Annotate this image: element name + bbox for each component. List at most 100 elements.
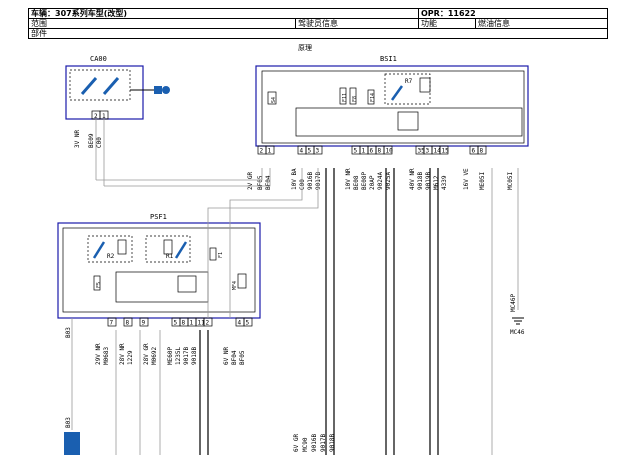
psf1-wire-label: M0692 [151,347,158,365]
connection-lines [71,168,519,455]
bsi1-pin-label: 14 [434,148,442,155]
ca00-pins: 2 1 [91,110,109,120]
bsi1-wire-label: 4339 [441,175,448,190]
svg-text:MC46P: MC46P [510,294,517,312]
psf1-pin-label: 8 [126,320,130,327]
svg-text:2: 2 [94,113,98,120]
bsi1-pin-label: 35 [418,148,426,155]
psf1-pin [243,317,253,327]
svg-text:B03: B03 [65,417,72,428]
bsi1-pin-label: 10 [386,148,394,155]
svg-text:C00: C00 [96,137,103,148]
bsi1-wire-label: 9017B [315,172,322,190]
bsi1-wire-label: BE08 [353,175,360,190]
bsi1-wire-label: 9019B [425,172,432,190]
psf1-wire-label: ME60P [167,347,174,365]
psf1-wire-label: M0683 [103,347,110,365]
ca00-name: CA00 [90,55,107,63]
bsi1-wire-label: 10V NR [345,168,352,190]
psf1-wire-label: BF05 [239,350,246,365]
psf1-wire-label: 9018B [191,347,198,365]
bsi1-wire-label: ME05I [479,172,486,190]
psf1-wire-label: 9017B [183,347,190,365]
bsi1-pin-label: 1 [362,148,366,155]
svg-text:BE09: BE09 [88,133,95,148]
psf1-pin [123,317,133,327]
part-label: 部件 [28,28,608,39]
svg-text:3V NR: 3V NR [74,130,81,148]
bsi1-wire-label: M612 [433,175,440,190]
psf1-wire-label: 1229 [127,350,134,365]
bundle-wire-label: 9018B [329,434,336,452]
bsi1-wire-label: 9016B [307,172,314,190]
bsi1-wire-label: 2V GR [247,172,254,190]
bsi1-wire-label: C00 [299,179,306,190]
svg-text:1: 1 [102,113,106,120]
bsi1-wire-label: 9024A [377,172,384,190]
bsi1-pin-label: 15 [442,148,450,155]
bsi1-pin-label: 2 [260,148,264,155]
bundle-wire-label: 9016B [311,434,318,452]
bundle-wire-label: MC90 [302,437,309,452]
svg-text:S4: S4 [271,97,277,103]
svg-text:R1: R1 [166,253,174,260]
bsi1-pin-label: 6 [472,148,476,155]
principle-label: 原理 [298,44,312,52]
psf1-wire-label: 29V NR [95,343,102,365]
psf1-pin [139,317,149,327]
bsi1-wire-label: 9025A [385,172,392,190]
svg-text:B03: B03 [65,327,72,338]
main-wires [199,168,439,455]
bsi1-wire-label: 10V BA [291,168,298,190]
psf1-pin-label: 4 [238,320,242,327]
psf1-wire-label: BF04 [231,350,238,365]
svg-text:MF4: MF4 [232,281,238,290]
svg-text:F5: F5 [96,282,102,288]
psf1-wire-label: 28V NR [119,343,126,365]
psf1-pin [107,317,117,327]
b03-battery: B03 B03 [64,327,80,455]
psf1-pin-label: 7 [110,320,114,327]
bsi1-wire-label: BF05 [257,175,264,190]
psf1-pin-label: 1 [190,320,194,327]
ca00-switch: CA00 2 1 3V NR BE09 C00 [65,55,170,186]
bsi1-wire-label: 40V NR [409,168,416,190]
psf1-pin-label: 11 [198,320,206,327]
psf1-wire-label: 1235L [175,347,182,365]
psf1-pin-label: 2 [206,320,210,327]
bsi1-pin-label: 1 [268,148,272,155]
psf1-wire-label: 6V NR [223,347,230,365]
bsi1-pin-label: 5 [354,148,358,155]
svg-text:F14: F14 [370,93,376,102]
bundle-wire-label: 6V GR [293,434,300,452]
header-table: 车辆：307系列车型(改型) OPR：11622 范围 驾驶员信息 功能 燃油信… [28,8,608,39]
psf1-name: PSF1 [150,213,167,221]
psf1-pin-label: 9 [142,320,146,327]
bsi1-wire-label: MC05I [507,172,514,190]
bsi1-pin-label: 3 [316,148,320,155]
bsi1-wire-label: BF04 [265,175,272,190]
bsi1-wire-label: BE08P [361,172,368,190]
svg-text:R7: R7 [405,78,413,85]
bsi1-pin-label: 4 [300,148,304,155]
bsi1-wire-label: 9018B [417,172,424,190]
svg-text:F1: F1 [218,252,224,258]
bsi1-pin-label: 8 [480,148,484,155]
bsi1-pin [383,145,393,155]
bsi1-pin-label: 3 [426,148,430,155]
bsi1-pin [477,145,487,155]
bsi1-pin-label: 5 [308,148,312,155]
psf1-pin-label: 8 [182,320,186,327]
psf1-pin-label: 5 [174,320,178,327]
ground-mc46: MC46P MC46 [510,294,525,336]
bsi1-pin-label: 6 [370,148,374,155]
bsi1-pin [439,145,449,155]
